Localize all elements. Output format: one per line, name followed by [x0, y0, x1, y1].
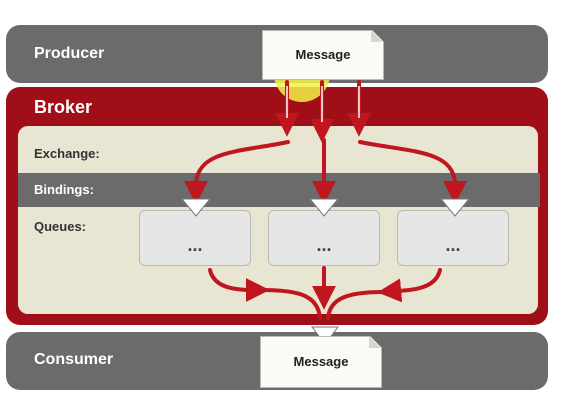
bindings-label: Bindings: [34, 182, 94, 197]
queue-to-consumer-arrow [377, 268, 442, 303]
queue-ellipsis: ... [187, 235, 203, 255]
broker-title: Broker [34, 97, 93, 117]
producer-message-doc: Message [262, 30, 384, 80]
binding-triangle-icon [439, 198, 471, 217]
queue-ellipsis: ... [445, 235, 461, 255]
message-label: Message [293, 354, 349, 369]
queue-box [139, 210, 251, 266]
route-to-queue-arrow [184, 140, 290, 205]
consumer-triangle-icon [310, 326, 340, 345]
binding-triangle-icon [308, 198, 340, 217]
message-label: Message [295, 47, 351, 62]
consumer-message-doc: Message [260, 336, 382, 388]
queue-to-consumer-arrow [260, 288, 322, 320]
queue-to-consumer-arrow [208, 268, 270, 303]
queue-to-consumer-arrow [326, 290, 386, 320]
exchange-label: Exchange: [34, 146, 100, 161]
binding-triangle-icon [180, 198, 212, 217]
queue-box [268, 210, 380, 266]
consumer-label: Consumer [34, 351, 114, 368]
queue-ellipsis: ... [316, 235, 332, 255]
queues-label: Queues: [34, 219, 87, 234]
route-to-queue-arrow [358, 140, 467, 205]
queue-box [397, 210, 509, 266]
producer-label: Producer [34, 45, 105, 62]
